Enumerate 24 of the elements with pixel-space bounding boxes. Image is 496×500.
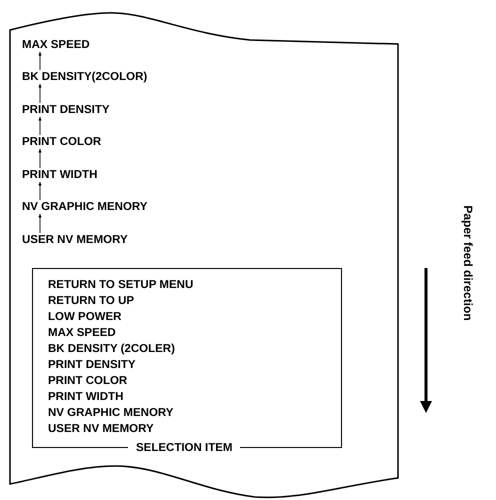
menu-item: PRINT COLOR bbox=[48, 374, 128, 388]
menu-item: RETURN TO SETUP MENU bbox=[48, 278, 194, 292]
menu-item: BK DENSITY(2COLOR) bbox=[22, 70, 148, 84]
arrow bbox=[38, 182, 42, 200]
menu-item: LOW POWER bbox=[48, 310, 122, 324]
menu-item: PRINT WIDTH bbox=[22, 168, 98, 182]
menu-item: USER NV MEMORY bbox=[48, 422, 154, 436]
direction-label: Paper feed direction bbox=[461, 204, 475, 323]
arrow bbox=[38, 214, 42, 234]
arrow bbox=[38, 84, 42, 104]
menu-item: NV GRAPHIC MENORY bbox=[48, 406, 174, 420]
menu-item: PRINT DENSITY bbox=[48, 358, 136, 372]
menu-item: PRINT DENSITY bbox=[22, 103, 110, 117]
menu-item: RETURN TO UP bbox=[48, 294, 134, 308]
menu-item: NV GRAPHIC MENORY bbox=[22, 200, 148, 214]
menu-item: MAX SPEED bbox=[22, 38, 90, 52]
menu-item: PRINT COLOR bbox=[22, 135, 102, 149]
arrow bbox=[38, 116, 42, 136]
menu-item: BK DENSITY (2COLER) bbox=[48, 342, 175, 356]
arrow bbox=[38, 52, 42, 70]
menu-item: PRINT WIDTH bbox=[48, 390, 124, 404]
menu-item: USER NV MEMORY bbox=[22, 233, 128, 247]
arrow bbox=[38, 148, 42, 168]
menu-item: MAX SPEED bbox=[48, 326, 116, 340]
